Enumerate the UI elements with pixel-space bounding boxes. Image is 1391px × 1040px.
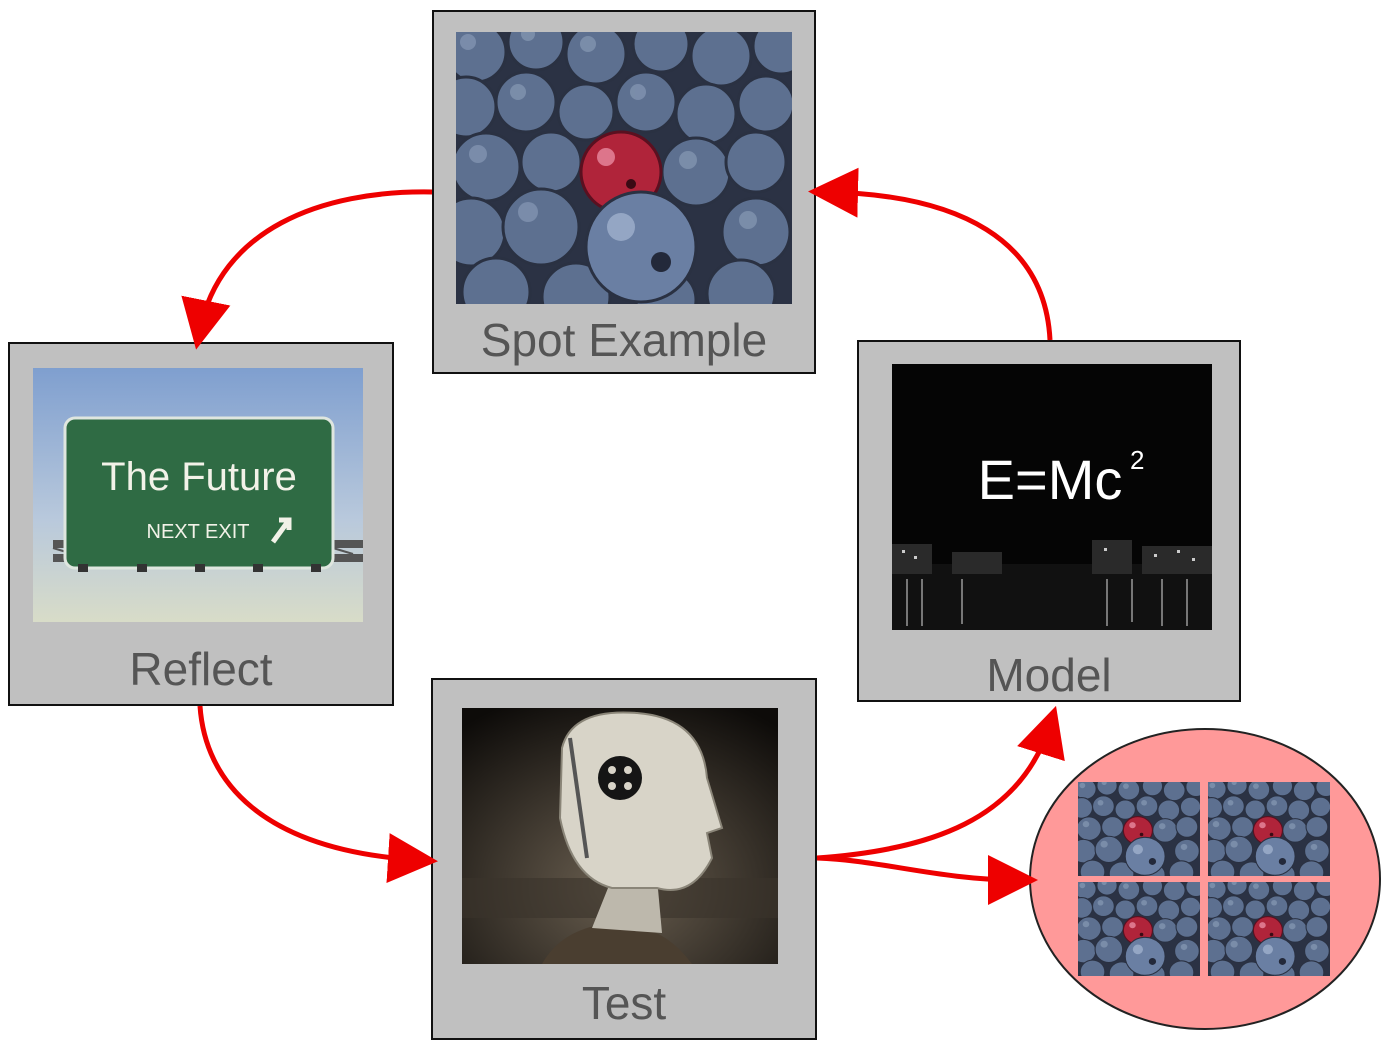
- arrow-model-to-spot: [808, 167, 1053, 341]
- node-label-model: Model: [986, 649, 1112, 701]
- sign-title: The Future: [101, 455, 297, 499]
- crash-test-dummy-photo: [462, 708, 778, 964]
- arrow-reflect-to-test: [197, 705, 438, 884]
- node-label-reflect: Reflect: [129, 643, 273, 695]
- arrow-test-to-cluster: [816, 854, 1038, 905]
- sign-subtitle: NEXT EXIT: [147, 521, 250, 543]
- node-label-spot-example: Spot Example: [480, 314, 768, 366]
- arrow-test-to-model: [816, 705, 1065, 861]
- node-label-test: Test: [581, 977, 667, 1029]
- node-reflect: The Future NEXT EXIT Reflect: [8, 342, 394, 706]
- equation-text: E=Mc: [978, 448, 1123, 511]
- arrow-spot-to-reflect: [181, 189, 433, 350]
- equation-exponent: 2: [1130, 445, 1144, 475]
- equation-photo: E=Mc 2: [892, 364, 1212, 630]
- node-spot-example: Spot Example: [432, 10, 816, 374]
- highway-sign-photo: The Future NEXT EXIT: [33, 368, 363, 622]
- node-test: Test: [431, 678, 817, 1040]
- node-model: E=Mc 2 Model: [857, 340, 1241, 702]
